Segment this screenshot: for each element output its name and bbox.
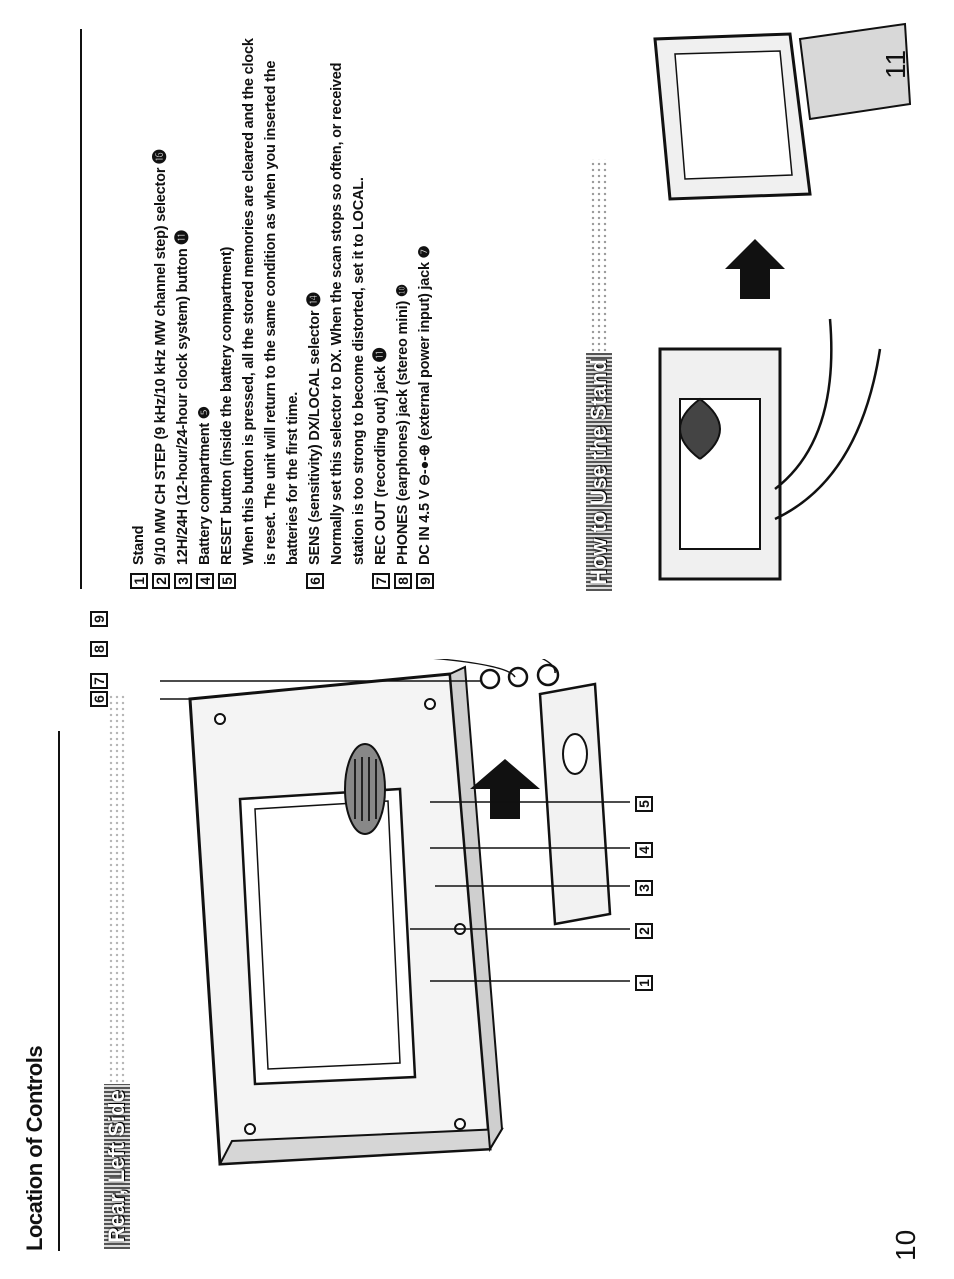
item-text: 12H/24H (12-hour/24-hour clock system) b… bbox=[175, 230, 191, 565]
item-number: 1 bbox=[130, 573, 148, 589]
list-item: 5 RESET button (inside the battery compa… bbox=[216, 29, 304, 589]
item-text: SENS (sensitivity) DX/LOCAL selector ⓮ N… bbox=[304, 29, 370, 565]
callout-6: 6 bbox=[90, 691, 108, 707]
item-number: 8 bbox=[394, 573, 412, 589]
title-rule bbox=[58, 731, 60, 1251]
item-number: 5 bbox=[218, 573, 236, 589]
item-text: Battery compartment ❺ bbox=[197, 406, 213, 565]
right-page-rule bbox=[80, 29, 82, 589]
item-title: RESET button (inside the battery compart… bbox=[219, 246, 235, 565]
item-text: Stand bbox=[131, 525, 147, 565]
item-note: Normally set this selector to DX. When t… bbox=[329, 62, 367, 565]
item-text: PHONES (earphones) jack (stereo mini) ❿ bbox=[395, 284, 411, 565]
item-text: RESET button (inside the battery compart… bbox=[216, 29, 304, 565]
callout-1: 1 bbox=[635, 975, 653, 991]
list-item: 4 Battery compartment ❺ bbox=[194, 29, 216, 589]
item-text: REC OUT (recording out) jack ⓫ bbox=[373, 347, 389, 565]
list-item: 2 9/10 MW CH STEP (9 kHz/10 kHz MW chann… bbox=[150, 29, 172, 589]
item-number: 3 bbox=[174, 573, 192, 589]
item-number: 2 bbox=[152, 573, 170, 589]
item-number: 7 bbox=[372, 573, 390, 589]
stand-usage-illustration bbox=[653, 22, 912, 581]
item-number: 4 bbox=[196, 573, 214, 589]
item-text: DC IN 4.5 V ⊖-●-⊕ (external power input)… bbox=[417, 245, 433, 565]
item-number: 6 bbox=[306, 573, 324, 589]
heading-texture bbox=[108, 694, 126, 1144]
controls-list: 1 Stand 2 9/10 MW CH STEP (9 kHz/10 kHz … bbox=[128, 29, 436, 589]
page-number-left: 10 bbox=[890, 1229, 921, 1261]
item-title: SENS (sensitivity) DX/LOCAL selector ⓮ bbox=[307, 292, 323, 565]
page-title: Location of Controls bbox=[22, 1045, 47, 1251]
list-item: 1 Stand bbox=[128, 29, 150, 589]
list-item: 9 DC IN 4.5 V ⊖-●-⊕ (external power inpu… bbox=[414, 29, 436, 589]
callout-9: 9 bbox=[90, 611, 108, 627]
section-heading-stand: How to Use the Stand bbox=[586, 352, 612, 591]
callout-3: 3 bbox=[635, 880, 653, 896]
page-number-right: 11 bbox=[880, 49, 911, 79]
item-number: 9 bbox=[416, 573, 434, 589]
list-item: 6 SENS (sensitivity) DX/LOCAL selector ⓮… bbox=[304, 29, 370, 589]
callout-2: 2 bbox=[635, 923, 653, 939]
item-note: When this button is pressed, all the sto… bbox=[241, 38, 301, 565]
callout-4: 4 bbox=[635, 842, 653, 858]
callout-5: 5 bbox=[635, 796, 653, 812]
radio-rear-diagram bbox=[160, 659, 630, 1166]
section-heading-rear-left-side: Rear, Left Side bbox=[104, 1084, 130, 1249]
list-item: 3 12H/24H (12-hour/24-hour clock system)… bbox=[172, 29, 194, 589]
item-text: 9/10 MW CH STEP (9 kHz/10 kHz MW channel… bbox=[153, 149, 169, 565]
callout-8: 8 bbox=[90, 641, 108, 657]
callout-7: 7 bbox=[90, 673, 108, 689]
list-item: 7 REC OUT (recording out) jack ⓫ bbox=[370, 29, 392, 589]
list-item: 8 PHONES (earphones) jack (stereo mini) … bbox=[392, 29, 414, 589]
